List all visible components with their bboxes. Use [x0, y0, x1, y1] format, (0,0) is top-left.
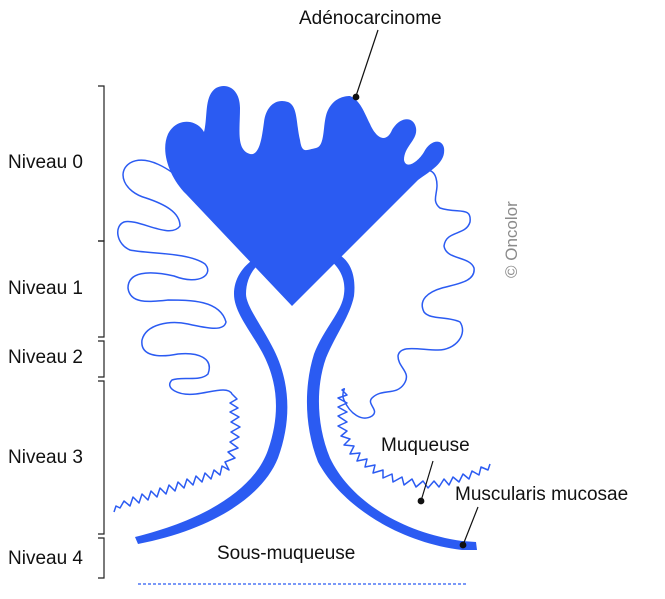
mucosa-outline: [113, 159, 491, 513]
bracket-niveau-4: [98, 537, 105, 579]
adenocarcinoma-tumor: [165, 86, 445, 306]
muscularis-mucosae-band: [135, 254, 477, 550]
leader-lines: [352, 29, 479, 549]
level-label-1: Niveau 1: [8, 278, 83, 299]
level-label-2: Niveau 2: [8, 347, 83, 368]
mucosa-left: [113, 159, 241, 513]
label-adenocarcinome: Adénocarcinome: [299, 8, 442, 29]
level-brackets: [98, 85, 105, 579]
bracket-niveau-3: [98, 380, 105, 535]
label-sous-muqueuse: Sous-muqueuse: [217, 543, 355, 564]
level-label-3: Niveau 3: [8, 447, 83, 468]
level-label-0: Niveau 0: [8, 152, 83, 173]
copyright-text: © Oncolor: [502, 201, 521, 278]
label-muscularis-mucosae: Muscularis mucosae: [455, 484, 628, 505]
level-label-4: Niveau 4: [8, 548, 83, 569]
muscularis-right: [306, 254, 477, 550]
level-labels: Niveau 0 Niveau 1 Niveau 2 Niveau 3 Nive…: [8, 152, 83, 569]
muscularis-left: [135, 254, 288, 544]
leader-adenocarcinome: [355, 29, 379, 97]
label-muqueuse: Muqueuse: [381, 435, 470, 456]
bracket-niveau-2: [98, 340, 105, 378]
bracket-niveau-0: [98, 85, 105, 242]
mucosa-right: [337, 169, 491, 489]
leader-adenocarcinome-dot: [352, 93, 360, 101]
leader-muscularis-dot: [459, 541, 467, 549]
leader-muqueuse: [420, 460, 434, 502]
leader-muscularis: [462, 506, 479, 546]
leader-muqueuse-dot: [417, 497, 425, 505]
bracket-niveau-1: [98, 240, 105, 338]
